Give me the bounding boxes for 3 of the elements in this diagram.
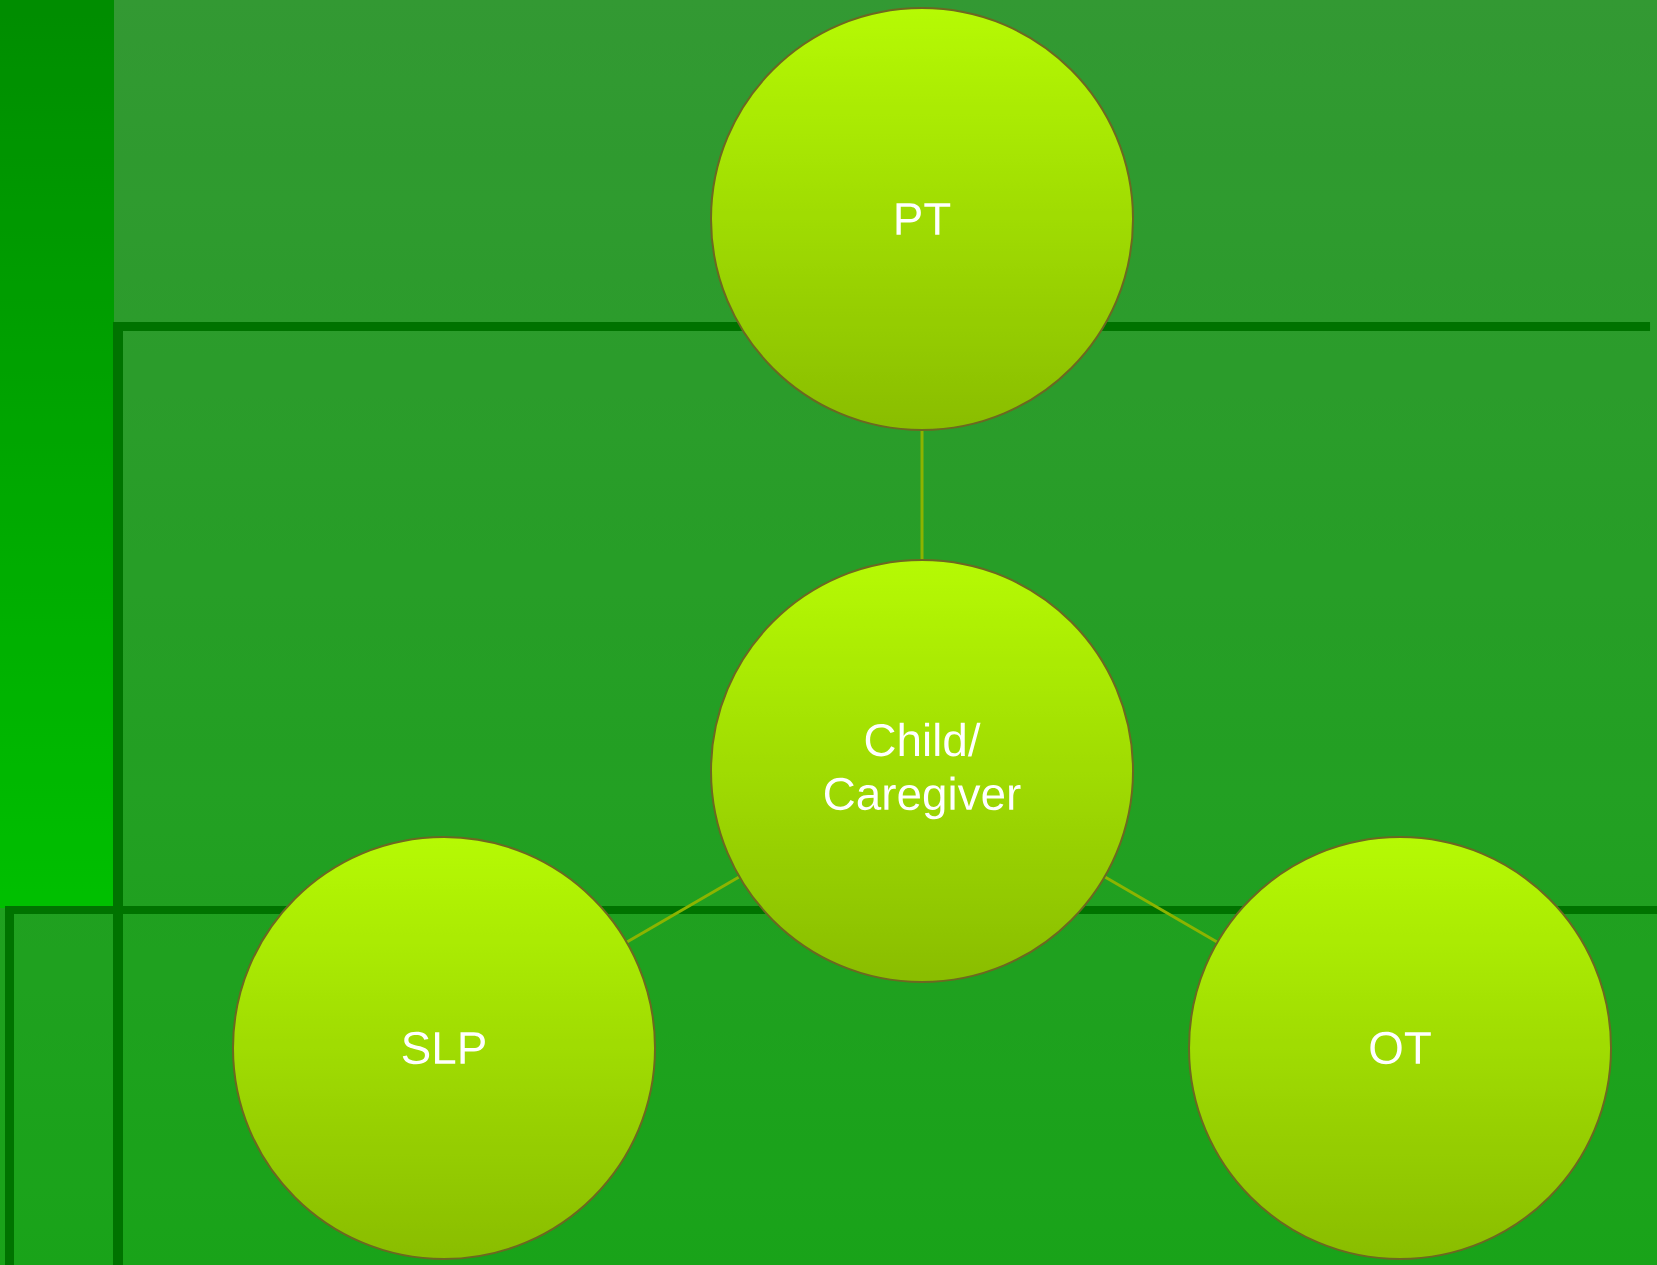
connector-line <box>920 431 924 559</box>
connector-line <box>1104 876 1218 943</box>
connector-line <box>626 876 740 943</box>
